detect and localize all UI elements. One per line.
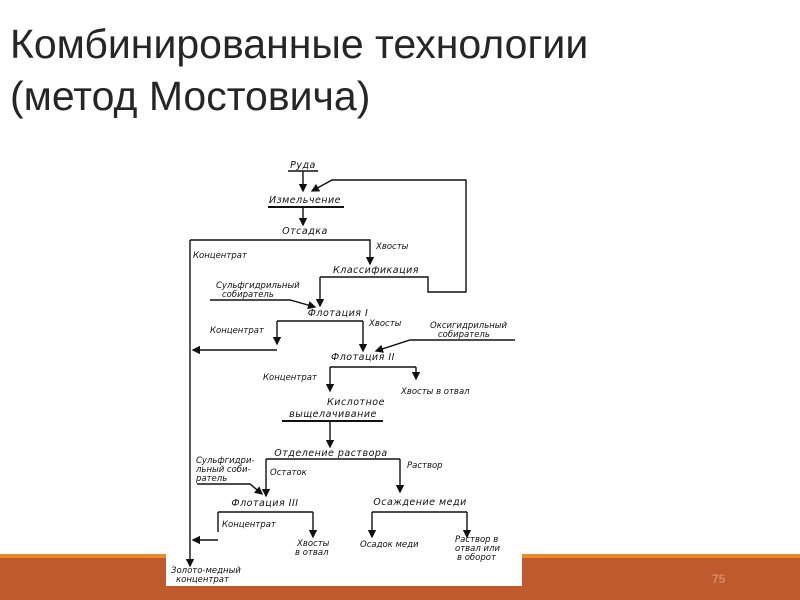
node-grinding: Измельчение: [269, 195, 341, 206]
label-oxy-collector-b: собиратель: [438, 330, 490, 340]
node-leaching-a: Кислотное: [327, 397, 385, 408]
label-flot1-tails: Хвосты: [368, 319, 402, 329]
label-solution-out-b: отвал или: [455, 544, 500, 554]
page-number: 75: [712, 572, 726, 586]
label-flot3-concentrate: Концентрат: [222, 520, 277, 530]
node-leaching-b: выщелачивание: [289, 409, 377, 420]
flow-lines: [185, 170, 515, 568]
label-final-product-b: концентрат: [176, 575, 230, 585]
label-solution-out-c: в оборот: [457, 553, 497, 563]
label-jig-tails: Хвосты: [375, 242, 409, 252]
node-copper-precipitation: Осаждение меди: [373, 497, 467, 508]
title-line-2: (метод Мостовича): [10, 73, 371, 119]
slide-title: Комбинированные технологии (метод Мостов…: [10, 18, 588, 122]
label-sulf-collector-2c: ратель: [195, 474, 227, 484]
title-line-1: Комбинированные технологии: [10, 21, 589, 67]
label-flot3-tails-a: Хвосты: [296, 539, 330, 549]
node-solution-separation: Отделение раствора: [274, 448, 387, 459]
node-ore: Руда: [290, 160, 316, 171]
node-jigging: Отсадка: [282, 226, 328, 237]
node-flotation-3: Флотация III: [231, 498, 298, 509]
node-classification: Классификация: [333, 265, 419, 276]
label-copper-precipitate: Осадок меди: [360, 540, 419, 550]
label-flot2-concentrate: Концентрат: [263, 373, 318, 383]
label-residue: Остаток: [270, 468, 308, 478]
label-sulf-collector-2a: Сульфгидри-: [196, 456, 255, 466]
label-solution: Раствор: [407, 461, 443, 471]
label-jig-concentrate: Концентрат: [193, 251, 248, 261]
label-solution-out-a: Раствор в: [455, 535, 498, 545]
label-flot3-tails-b: в отвал: [295, 548, 329, 558]
label-sulf-collector-1b: собиратель: [222, 290, 274, 300]
node-flotation-2: Флотация II: [331, 352, 395, 363]
label-flot2-tails: Хвосты в отвал: [400, 387, 470, 397]
label-flot1-concentrate: Концентрат: [210, 326, 265, 336]
label-oxy-collector-a: Оксигидрильный: [430, 321, 508, 331]
label-final-product-a: Золото-медный: [171, 566, 241, 576]
label-sulf-collector-1a: Сульфгидрильный: [216, 281, 300, 291]
label-sulf-collector-2b: льный соби-: [195, 465, 251, 475]
node-flotation-1: Флотация I: [308, 308, 369, 319]
